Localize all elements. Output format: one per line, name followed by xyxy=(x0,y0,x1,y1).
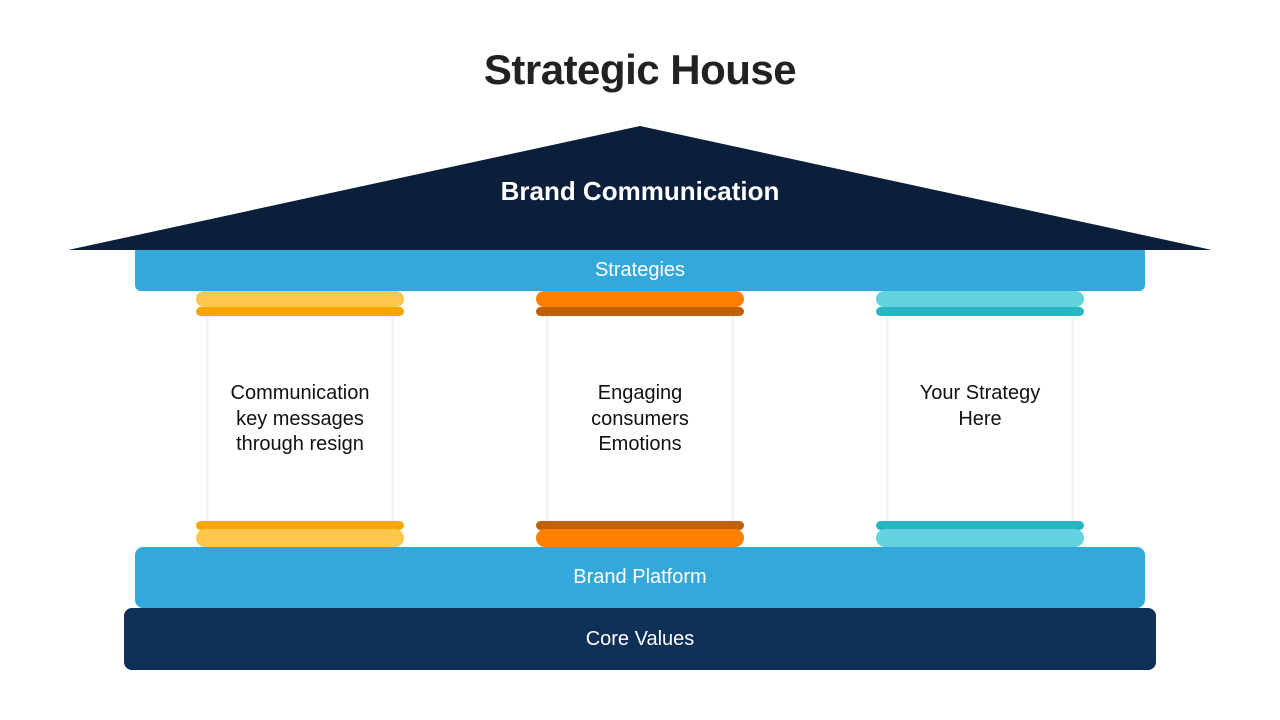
pillar-3-capital-bottom xyxy=(876,307,1084,316)
brand-platform-label: Brand Platform xyxy=(573,566,707,588)
roof-shape xyxy=(68,126,1212,250)
pillar-3-line-1: Your Strategy xyxy=(919,382,1041,404)
pillar-1-line-1: Communication xyxy=(230,382,370,404)
pillar-2-line-2: consumers xyxy=(591,407,689,430)
pillar-3-capital-top xyxy=(876,291,1084,307)
pillar-2-base-bottom xyxy=(536,529,744,547)
pillar-3-text: Your Strategy Here xyxy=(886,381,1074,432)
pillar-2-capital-bottom xyxy=(536,307,744,316)
pillar-1-shaft xyxy=(206,316,394,521)
core-values-band: Core Values xyxy=(124,608,1156,670)
strategies-label: Strategies xyxy=(594,259,686,281)
pillar-3-line-2: Here xyxy=(958,407,1002,430)
pillar-1-base-top xyxy=(196,521,404,530)
pillar-1-base-bottom xyxy=(196,529,404,547)
page-title: Strategic House xyxy=(483,46,797,93)
pillar-3-base-bottom xyxy=(876,529,1084,547)
pillar-2-line-1: Engaging xyxy=(597,382,683,404)
strategies-beam: Strategies xyxy=(135,250,1145,291)
pillar-2-text: Engaging consumers Emotions xyxy=(546,381,734,458)
pillar-2-base-top xyxy=(536,521,744,530)
pillar-3-shaft xyxy=(886,316,1074,521)
pillar-1-line-3: through resign xyxy=(236,433,364,455)
pillar-2-capital-top xyxy=(536,291,744,307)
core-values-label: Core Values xyxy=(585,627,695,650)
pillar-2-line-3: Emotions xyxy=(598,433,682,455)
pillar-1: Communication key messages through resig… xyxy=(196,291,404,547)
pillar-3: Your Strategy Here xyxy=(876,291,1084,547)
pillar-3-base-top xyxy=(876,521,1084,530)
pillar-2: Engaging consumers Emotions xyxy=(536,291,744,547)
pillar-1-capital-top xyxy=(196,291,404,307)
pillar-1-line-2: key messages xyxy=(236,407,364,430)
roof-triangle xyxy=(68,126,1212,250)
pillar-1-text: Communication key messages through resig… xyxy=(206,381,394,458)
pillar-1-capital-bottom xyxy=(196,307,404,316)
roof-label: Brand Communication xyxy=(500,176,780,206)
roof xyxy=(68,126,1212,250)
pillar-2-shaft xyxy=(546,316,734,521)
brand-platform-band: Brand Platform xyxy=(135,547,1145,608)
